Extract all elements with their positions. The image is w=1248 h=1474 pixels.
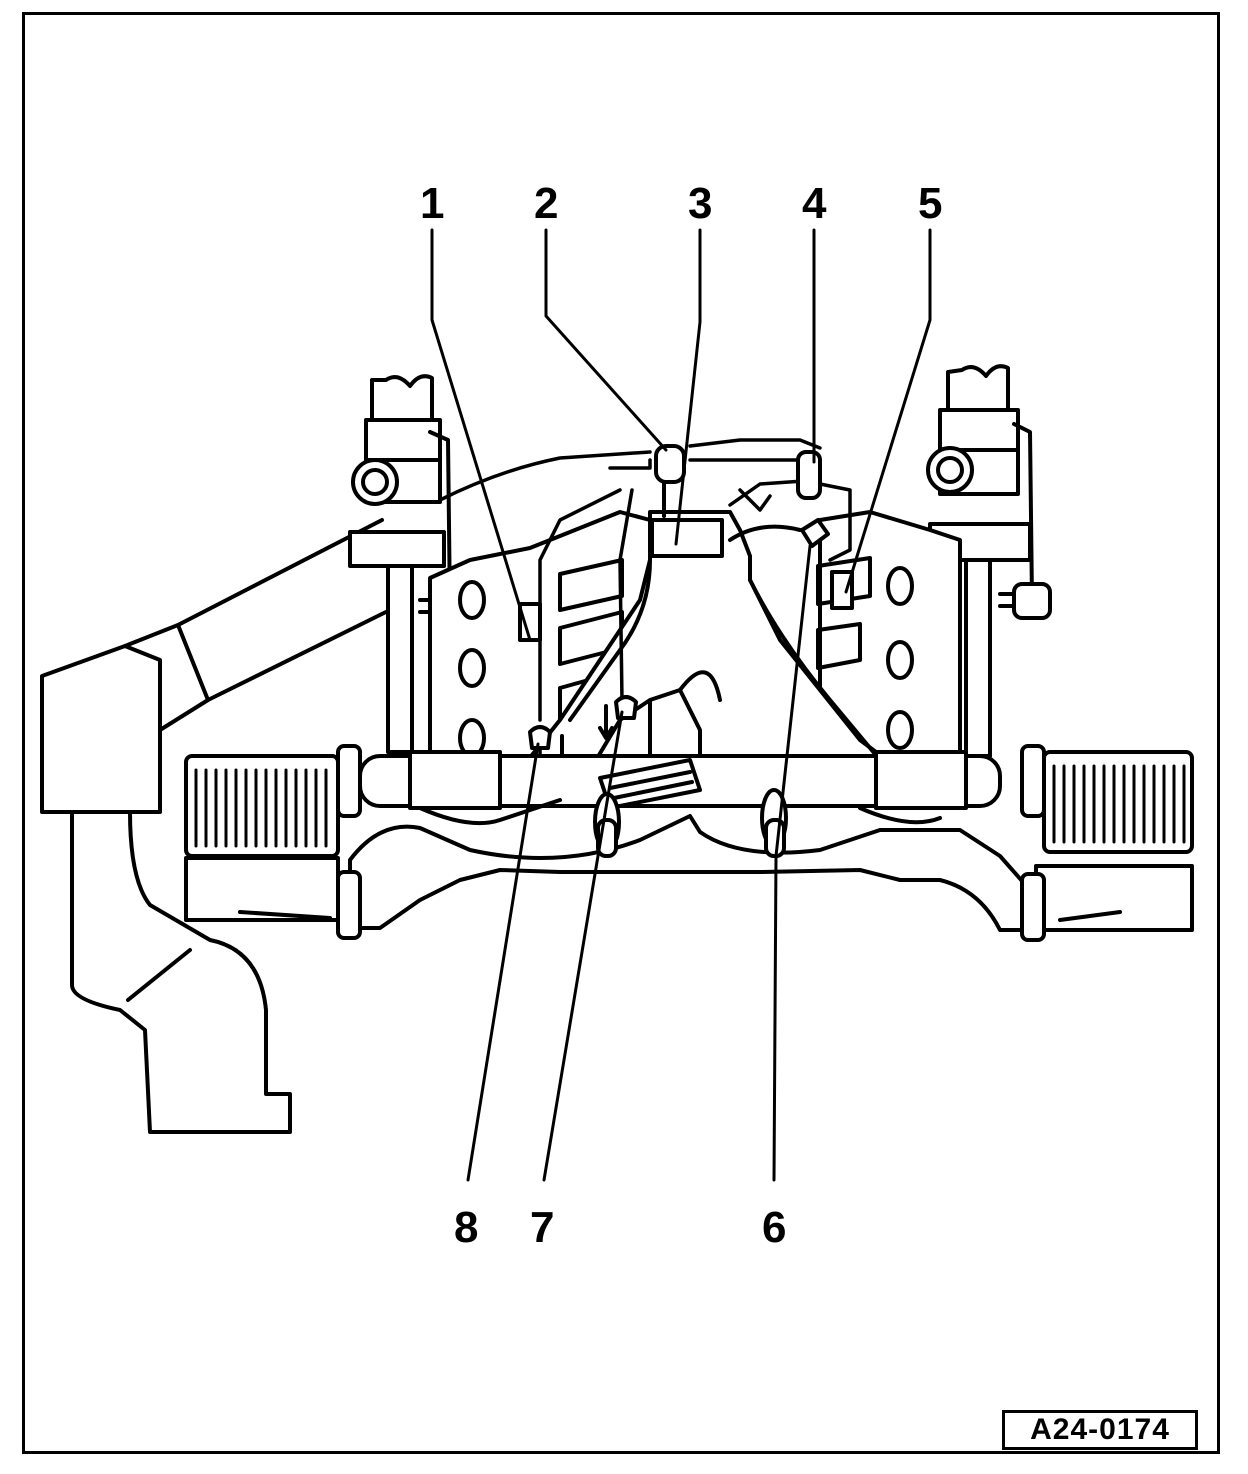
callout-7: 7 bbox=[530, 1203, 554, 1252]
callout-2: 2 bbox=[534, 179, 558, 228]
lower-air-pipes bbox=[348, 750, 1038, 932]
leader-line-5 bbox=[844, 228, 932, 594]
callout-6: 6 bbox=[762, 1203, 786, 1252]
figure-reference-code: A24-0174 bbox=[1002, 1410, 1198, 1450]
right-injector-tower bbox=[926, 364, 1052, 758]
left-air-filter bbox=[184, 744, 362, 940]
left-injector-tower bbox=[348, 374, 470, 754]
leader-line-1 bbox=[430, 228, 532, 642]
callout-4: 4 bbox=[802, 179, 827, 228]
leader-line-2 bbox=[544, 228, 668, 452]
callout-5: 5 bbox=[918, 179, 942, 228]
left-air-duct bbox=[40, 518, 392, 1134]
callout-3: 3 bbox=[688, 179, 712, 228]
top-valves bbox=[518, 444, 854, 770]
right-air-filter bbox=[1020, 744, 1194, 942]
leader-lines bbox=[430, 228, 932, 1182]
callout-labels: 1 2 3 4 5 6 7 8 bbox=[420, 179, 942, 1252]
callout-8: 8 bbox=[454, 1203, 478, 1252]
leader-line-8 bbox=[466, 742, 540, 1182]
leader-line-3 bbox=[674, 228, 702, 546]
leader-line-6 bbox=[772, 544, 812, 1182]
leader-line-7 bbox=[542, 710, 624, 1182]
right-cylinder-head bbox=[816, 510, 962, 762]
callout-1: 1 bbox=[420, 179, 444, 228]
